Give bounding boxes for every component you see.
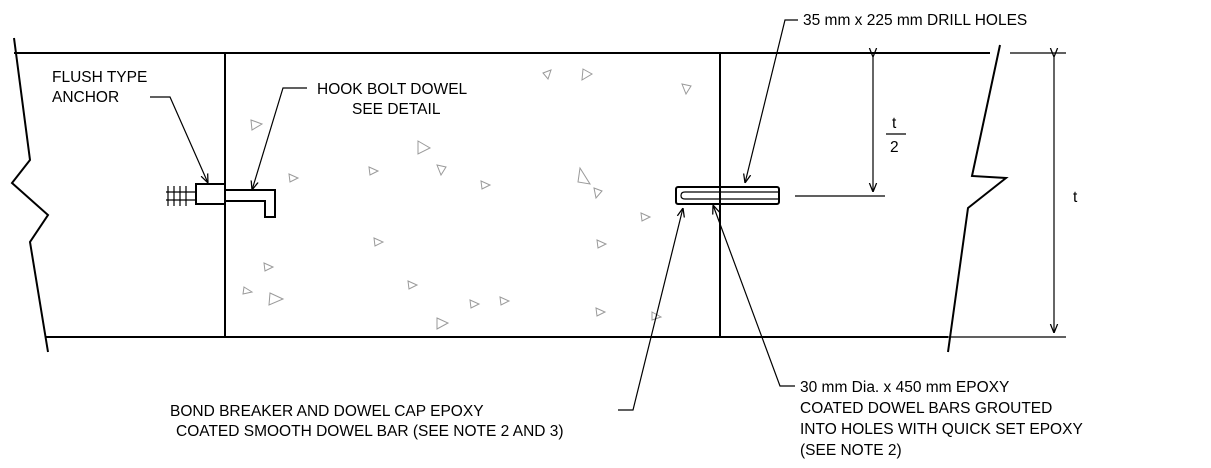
flush-anchor-label-2: ANCHOR: [52, 89, 119, 106]
hook-bolt-dowel: [225, 189, 276, 218]
epoxy-dowel-bar: [675, 186, 780, 205]
flush-type-anchor: [166, 183, 226, 206]
dowel-bars-label-3: INTO HOLES WITH QUICK SET EPOXY: [800, 421, 1083, 438]
dowel-bars-label-2: COATED DOWEL BARS GROUTED: [800, 400, 1052, 417]
aggregate-pattern: [242, 68, 692, 330]
dowel-bars-label-1: 30 mm Dia. x 450 mm EPOXY: [800, 379, 1009, 396]
flush-anchor-label-1: FLUSH TYPE: [52, 69, 147, 86]
dimension-lines: [733, 53, 1066, 338]
drill-holes-label: 35 mm x 225 mm DRILL HOLES: [803, 12, 1027, 29]
dowel-bars-label-4: (SEE NOTE 2): [800, 442, 902, 459]
half-thickness-denominator: 2: [890, 139, 899, 156]
hook-bolt-label-1: HOOK BOLT DOWEL: [317, 81, 468, 98]
leader-lines: [150, 19, 798, 411]
bond-breaker-label-2: COATED SMOOTH DOWEL BAR (SEE NOTE 2 AND …: [176, 423, 564, 440]
bond-breaker-label-1: BOND BREAKER AND DOWEL CAP EPOXY: [170, 403, 484, 420]
thickness-label: t: [1073, 189, 1078, 206]
hook-bolt-label-2: SEE DETAIL: [352, 101, 441, 118]
half-thickness-numerator: t: [892, 115, 897, 132]
slab-outline: [10, 37, 1009, 353]
